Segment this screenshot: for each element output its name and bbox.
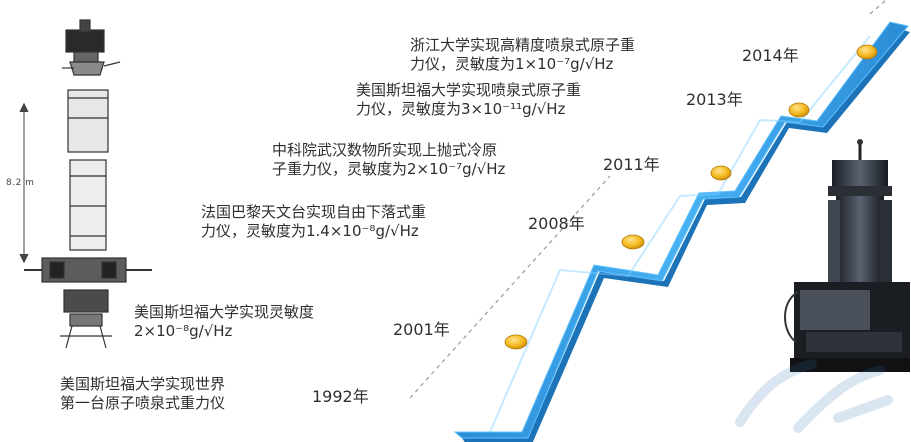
- gravimeter-instrument-icon: [784, 139, 910, 372]
- milestone-2001-description: 美国斯坦福大学实现灵敏度 2×10⁻⁸g/√Hz: [134, 303, 314, 341]
- milestone-2013-description: 美国斯坦福大学实现喷泉式原子重 力仪，灵敏度为3×10⁻¹¹g/√Hz: [356, 81, 581, 119]
- milestone-2008-line2: 力仪，灵敏度为1.4×10⁻⁸g/√Hz: [201, 222, 419, 240]
- milestone-dot-2008: [621, 234, 645, 250]
- milestone-2014-line1: 浙江大学实现高精度喷泉式原子重: [410, 36, 636, 54]
- guideline-dashed-upper: [869, 0, 887, 15]
- milestone-2013-year: 2013年: [686, 90, 743, 109]
- apparatus-height-label: 8.2 m: [6, 178, 35, 188]
- milestone-2014-description: 浙江大学实现高精度喷泉式原子重 力仪，灵敏度为1×10⁻⁷g/√Hz: [410, 36, 635, 74]
- milestone-2011-line1: 中科院武汉数物所实现上抛式冷原: [272, 141, 498, 159]
- milestone-2008-year: 2008年: [528, 214, 585, 233]
- milestone-2014-year: 2014年: [742, 46, 799, 65]
- milestone-2013-line2: 力仪，灵敏度为3×10⁻¹¹g/√Hz: [356, 100, 566, 118]
- milestone-2008-description: 法国巴黎天文台实现自由下落式重 力仪，灵敏度为1.4×10⁻⁸g/√Hz: [201, 203, 426, 241]
- milestone-2001-line1: 美国斯坦福大学实现灵敏度: [134, 303, 315, 321]
- milestone-dots: [504, 44, 878, 350]
- milestone-1992-line1: 美国斯坦福大学实现世界: [60, 375, 226, 393]
- milestone-2001-year: 2001年: [393, 320, 450, 339]
- milestone-2014-line2: 力仪，灵敏度为1×10⁻⁷g/√Hz: [410, 55, 614, 73]
- milestone-1992-year: 1992年: [312, 387, 369, 406]
- milestone-1992-description: 美国斯坦福大学实现世界 第一台原子喷泉式重力仪: [60, 375, 225, 413]
- milestone-2013-line1: 美国斯坦福大学实现喷泉式原子重: [356, 81, 582, 99]
- milestone-dot-2001: [504, 334, 528, 350]
- watermark-logo-icon: [735, 359, 893, 433]
- milestone-2011-line2: 子重力仪，灵敏度为2×10⁻⁷g/√Hz: [272, 160, 506, 178]
- ribbon-band: [453, 21, 910, 442]
- milestone-2011-year: 2011年: [603, 155, 660, 174]
- guideline-dashed: [409, 175, 611, 399]
- milestone-dot-2011: [710, 165, 732, 181]
- milestone-dot-2013: [788, 102, 810, 118]
- atomic-fountain-apparatus-icon: [19, 19, 152, 349]
- milestone-2011-description: 中科院武汉数物所实现上抛式冷原 子重力仪，灵敏度为2×10⁻⁷g/√Hz: [272, 141, 505, 179]
- milestone-1992-line2: 第一台原子喷泉式重力仪: [60, 394, 226, 412]
- milestone-dot-2014: [856, 44, 878, 60]
- milestone-2008-line1: 法国巴黎天文台实现自由下落式重: [201, 203, 427, 221]
- milestone-2001-line2: 2×10⁻⁸g/√Hz: [134, 322, 233, 340]
